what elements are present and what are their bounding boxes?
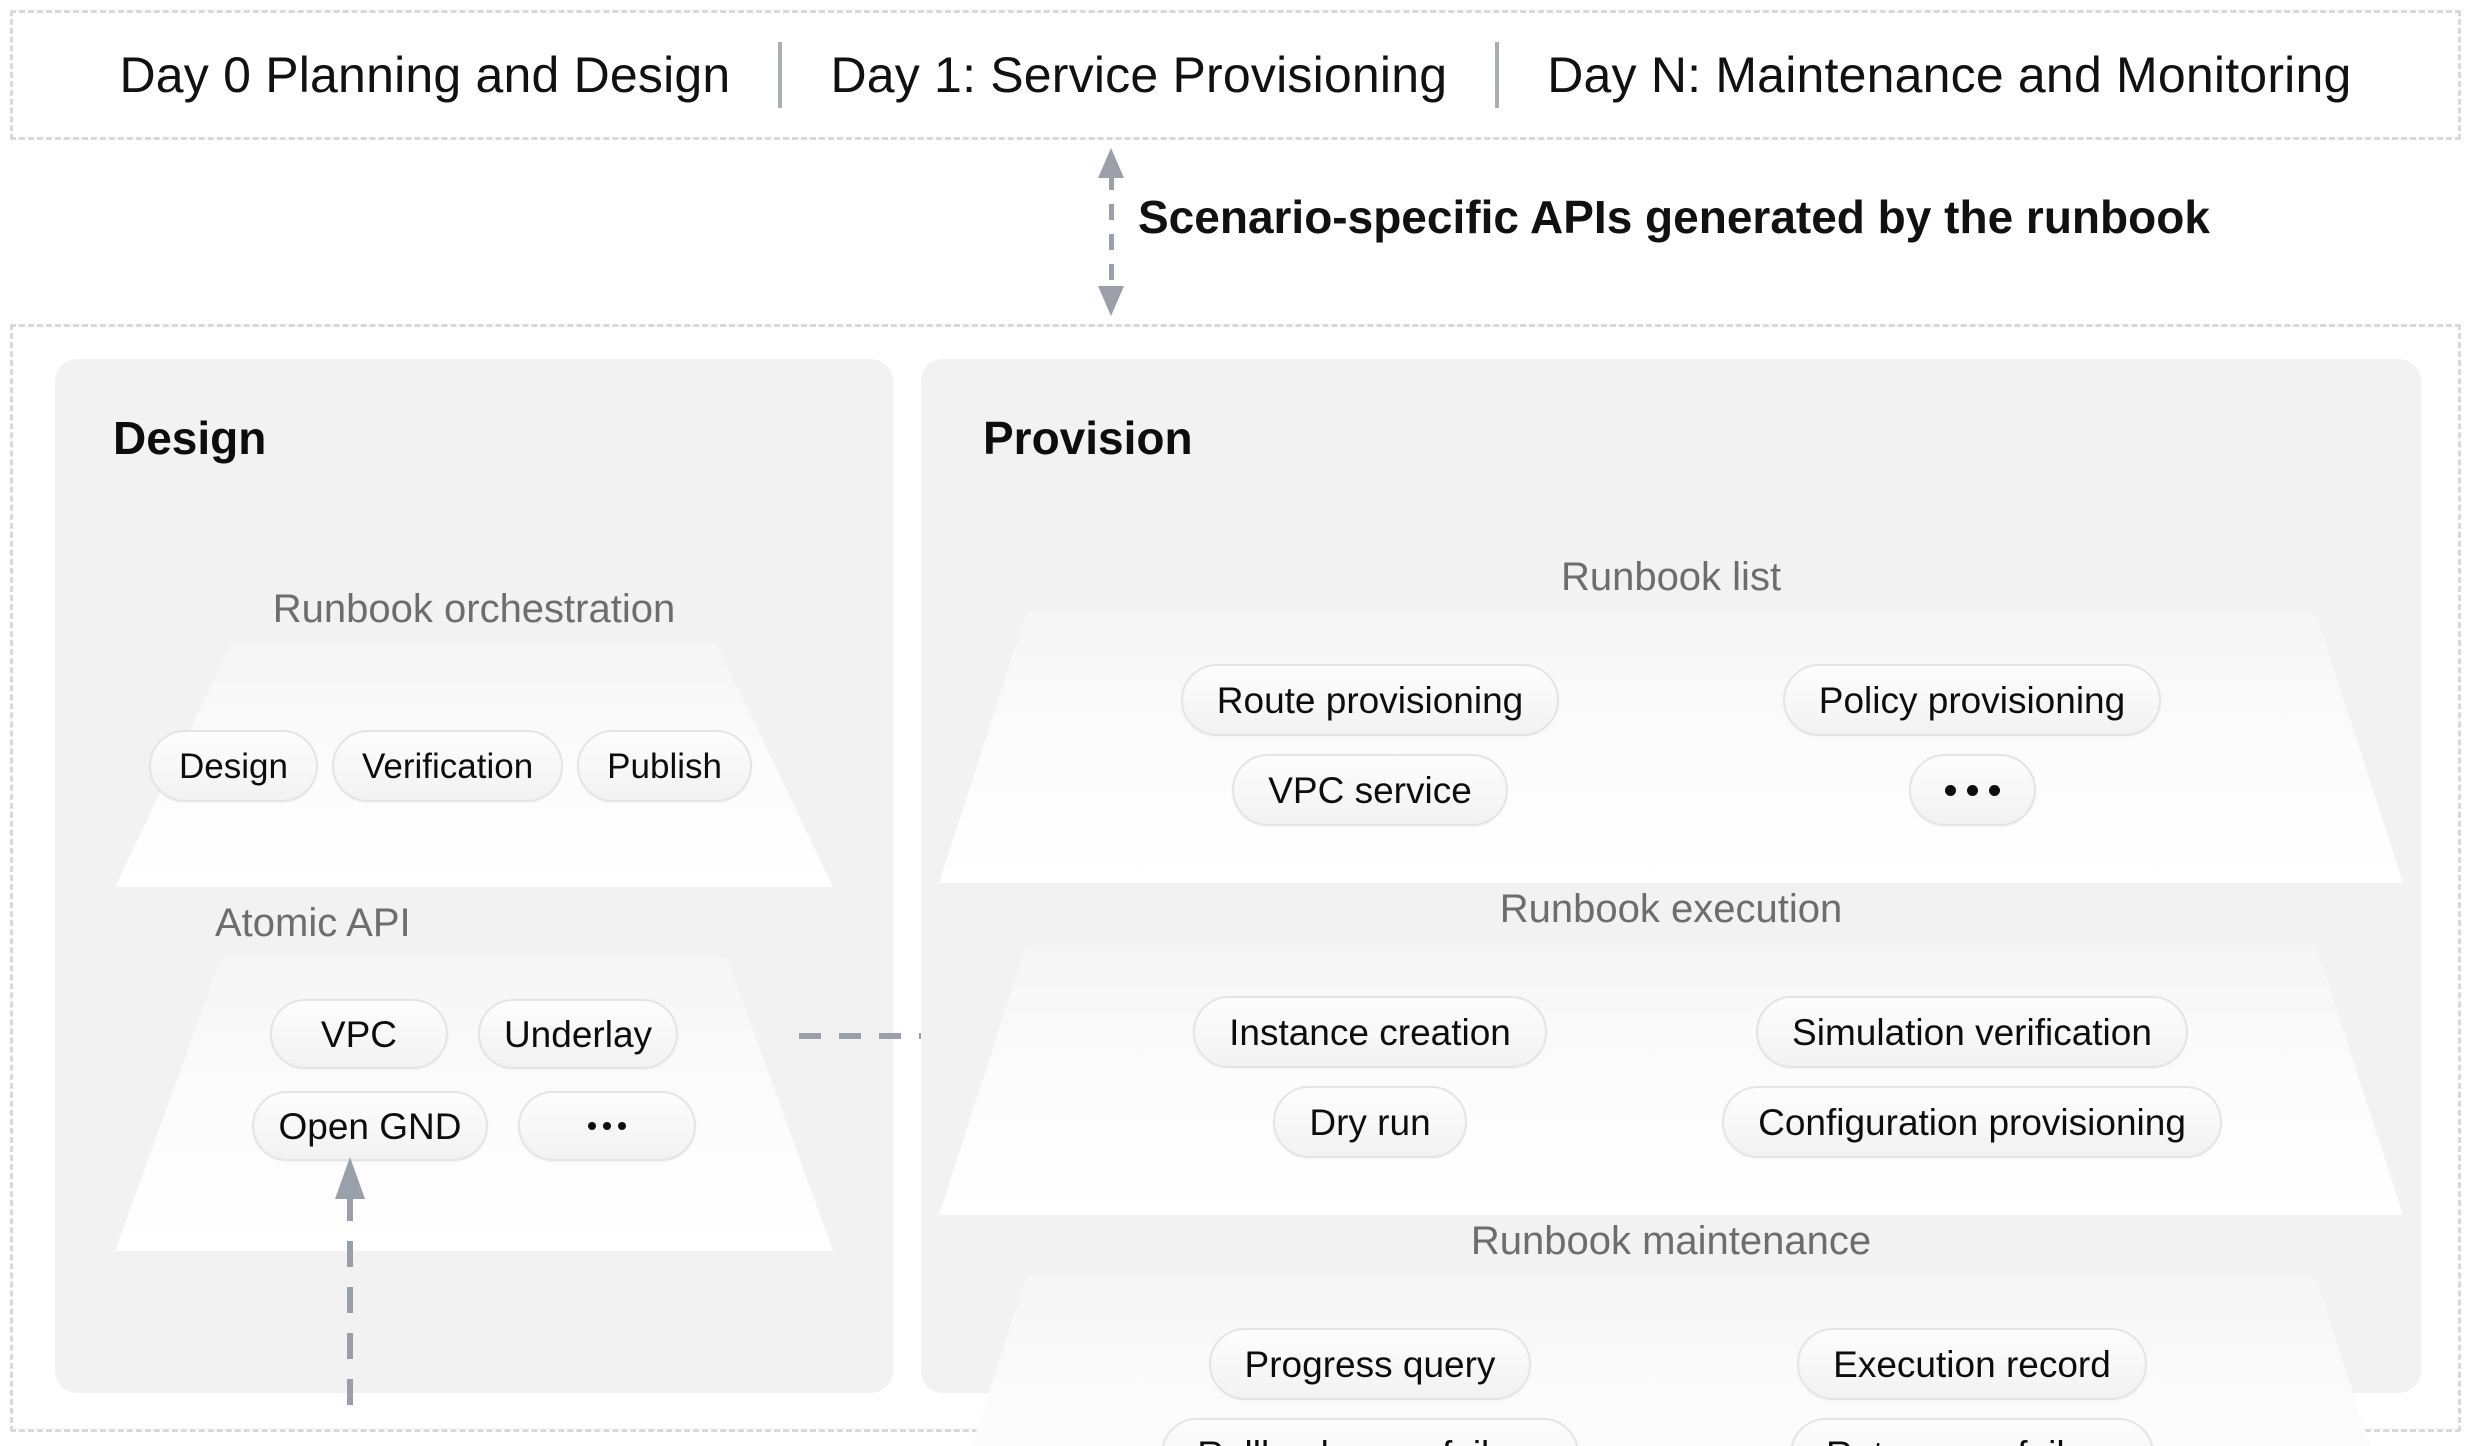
double-headed-vertical-dashed-arrow-icon (1098, 148, 1124, 316)
timeline-divider-2 (1495, 42, 1500, 108)
arrow-head-down-icon (1098, 286, 1124, 316)
chip-retry-upon-failure[interactable]: Retry upon failure (1789, 1418, 2155, 1446)
ellipsis-icon (587, 1122, 626, 1130)
chip-more-runbook-list[interactable] (1908, 754, 2036, 826)
arrow-shaft (1109, 174, 1114, 292)
arrow-head-up-icon (335, 1157, 365, 1199)
middle-connector-band: Scenario-specific APIs generated by the … (0, 140, 2471, 320)
trapezoid-runbook-list (939, 611, 2403, 883)
chip-publish[interactable]: Publish (577, 730, 752, 802)
timeline-phase-list: Day 0 Planning and Design Day 1: Service… (71, 42, 2399, 108)
dashed-up-arrow-icon (335, 1157, 365, 1405)
trapezoid-runbook-execution (939, 943, 2403, 1215)
chip-list-atomic-api: VPC Underlay Open GND (115, 999, 833, 1175)
chip-policy-provisioning[interactable]: Policy provisioning (1782, 664, 2162, 736)
provision-panel-title: Provision (983, 412, 1193, 464)
chip-vpc[interactable]: VPC (269, 999, 448, 1069)
trapezoid-runbook-maintenance (939, 1275, 2403, 1446)
timeline-divider-1 (778, 42, 783, 108)
chip-list-runbook-list: Route provisioning Policy provisioning V… (939, 655, 2403, 835)
arrow-shaft (347, 1195, 353, 1405)
timeline-phase-day1: Day 1: Service Provisioning (830, 47, 1448, 103)
chip-list-runbook-execution: Instance creation Simulation verificatio… (939, 987, 2403, 1167)
group-heading-runbook-list: Runbook list (1560, 555, 1782, 599)
group-runbook-execution: Runbook execution Instance creation Simu… (939, 887, 2403, 1215)
group-runbook-orchestration: Runbook orchestration Design Verificatio… (115, 587, 833, 887)
chip-open-gnd[interactable]: Open GND (252, 1091, 488, 1161)
timeline-phase-dayn: Day N: Maintenance and Monitoring (1547, 47, 2352, 103)
lower-dashed-frame: Design Runbook orchestration Design Veri… (10, 324, 2461, 1446)
group-runbook-maintenance: Runbook maintenance Progress query Execu… (939, 1219, 2403, 1446)
arrow-shaft (799, 1033, 977, 1039)
chip-underlay[interactable]: Underlay (477, 999, 679, 1069)
timeline-phase-day0: Day 0 Planning and Design (119, 47, 731, 103)
chip-list-runbook-orchestration: Design Verification Publish (115, 727, 833, 805)
provision-panel: Provision Runbook list Route provisionin… (921, 359, 2421, 1446)
chip-configuration-provisioning[interactable]: Configuration provisioning (1722, 1086, 2222, 1158)
chip-simulation-verification[interactable]: Simulation verification (1756, 996, 2188, 1068)
group-runbook-list: Runbook list Route provisioning Policy p… (939, 555, 2403, 883)
group-heading-runbook-orchestration: Runbook orchestration (272, 587, 676, 631)
chip-verification[interactable]: Verification (331, 730, 564, 802)
ellipsis-icon (1944, 784, 2000, 796)
design-panel-title: Design (113, 412, 267, 464)
group-heading-atomic-api: Atomic API (215, 901, 411, 945)
group-heading-runbook-execution: Runbook execution (1499, 887, 1843, 931)
group-heading-runbook-maintenance: Runbook maintenance (1470, 1219, 1872, 1263)
chip-rollback-upon-failure[interactable]: Rollback upon failure (1161, 1418, 1579, 1446)
chip-progress-query[interactable]: Progress query (1208, 1328, 1532, 1400)
chip-dry-run[interactable]: Dry run (1273, 1086, 1467, 1158)
chip-instance-creation[interactable]: Instance creation (1193, 996, 1547, 1068)
middle-caption: Scenario-specific APIs generated by the … (1138, 191, 2210, 243)
chip-design[interactable]: Design (149, 730, 318, 802)
chip-route-provisioning[interactable]: Route provisioning (1180, 664, 1560, 736)
design-panel: Design Runbook orchestration Design Veri… (55, 359, 893, 1405)
arrow-head-up-icon (1098, 148, 1124, 178)
timeline-bar: Day 0 Planning and Design Day 1: Service… (10, 10, 2461, 140)
chip-more-atomic-api[interactable] (517, 1091, 696, 1161)
chip-execution-record[interactable]: Execution record (1797, 1328, 2147, 1400)
chip-vpc-service[interactable]: VPC service (1232, 754, 1508, 826)
group-atomic-api: Atomic API VPC Underlay Open GND (115, 901, 833, 1251)
chip-list-runbook-maintenance: Progress query Execution record Rollback… (939, 1319, 2403, 1446)
